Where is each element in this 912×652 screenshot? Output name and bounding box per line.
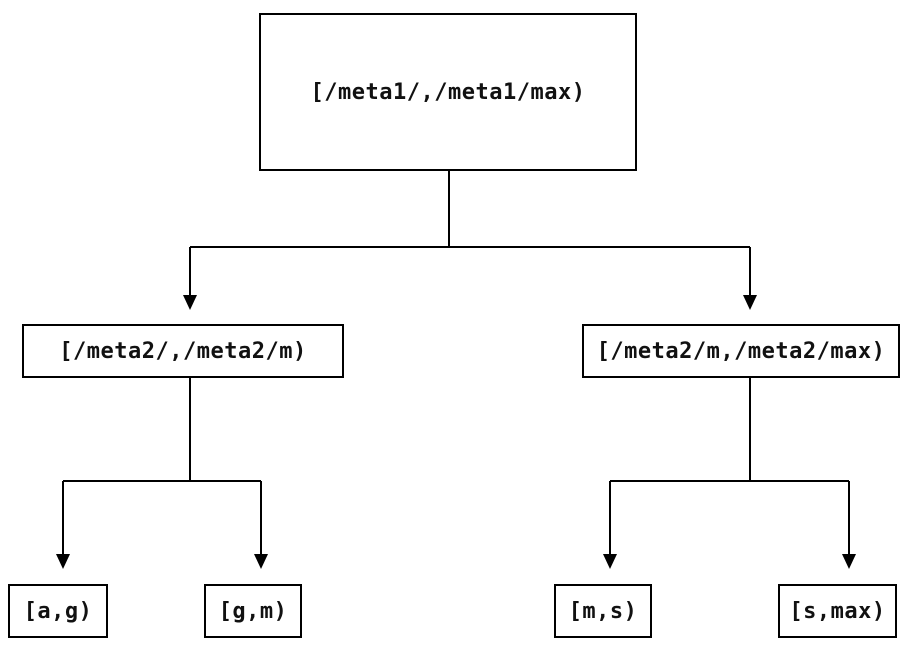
node-right-label: [/meta2/m,/meta2/max) <box>596 338 886 364</box>
node-leaf-smax-label: [s,max) <box>789 598 886 624</box>
node-right-range: [/meta2/m,/meta2/max) <box>582 324 900 378</box>
edge-left-leaf-gm <box>254 481 268 569</box>
edge-right-stem <box>610 378 849 482</box>
edge-root-stem <box>190 171 750 248</box>
edge-left-leaf-ag <box>56 481 70 569</box>
node-leaf-gm-label: [g,m) <box>218 598 288 624</box>
node-left-range: [/meta2/,/meta2/m) <box>22 324 344 378</box>
edge-right-leaf-ms <box>603 481 617 569</box>
node-leaf-ms-label: [m,s) <box>568 598 638 624</box>
node-root-range: [/meta1/,/meta1/max) <box>259 13 637 171</box>
node-leaf-gm: [g,m) <box>204 584 302 638</box>
node-left-label: [/meta2/,/meta2/m) <box>59 338 307 364</box>
node-leaf-ag: [a,g) <box>8 584 108 638</box>
edge-left-stem <box>63 378 261 482</box>
edge-root-left <box>183 247 197 310</box>
edge-right-leaf-smax <box>842 481 856 569</box>
node-leaf-ag-label: [a,g) <box>23 598 93 624</box>
node-root-label: [/meta1/,/meta1/max) <box>310 79 586 105</box>
node-leaf-smax: [s,max) <box>778 584 897 638</box>
node-leaf-ms: [m,s) <box>554 584 652 638</box>
edge-root-right <box>743 247 757 310</box>
